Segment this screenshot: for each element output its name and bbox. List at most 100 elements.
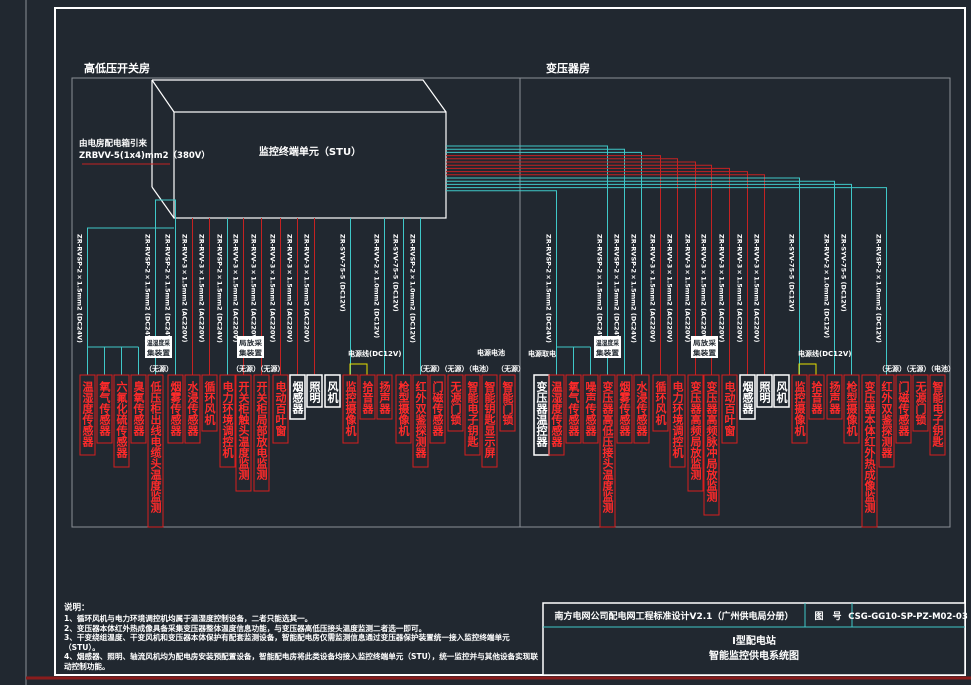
device-box[interactable] (359, 374, 376, 420)
device-right-3[interactable]: 噪声传感器 (582, 374, 599, 444)
device-box[interactable] (201, 374, 218, 432)
device-box[interactable] (412, 374, 429, 468)
device-right-4[interactable]: 变压器高低压接头温度监测 (599, 374, 616, 528)
device-box[interactable] (861, 374, 878, 528)
device-left-5[interactable]: 烟雾传感器 (167, 374, 184, 444)
device-right-11[interactable]: 电动百叶窗 (721, 374, 738, 444)
device-box[interactable] (130, 374, 147, 444)
device-left-8[interactable]: 电力环境调控机 (219, 374, 236, 468)
device-box[interactable] (756, 374, 773, 408)
device-right-19[interactable]: 变压器本体红外热成像监测 (861, 374, 878, 528)
device-box[interactable] (548, 374, 565, 456)
device-left-9[interactable]: 开关柜触头温度监测 (235, 374, 252, 492)
device-left-12[interactable]: 烟感器 (289, 374, 306, 420)
device-right-23[interactable]: 智能电子钥匙 (929, 374, 946, 456)
device-box[interactable] (721, 374, 738, 444)
device-left-15[interactable]: 监控摄像机 (342, 374, 359, 444)
device-right-7[interactable]: 循环风机 (652, 374, 669, 432)
device-left-18[interactable]: 枪型摄像机 (395, 374, 412, 444)
device-box[interactable] (447, 374, 464, 432)
device-box[interactable] (669, 374, 686, 468)
device-right-0[interactable]: 变压器温控器 (533, 374, 550, 456)
device-box[interactable] (808, 374, 825, 420)
device-right-2[interactable]: 氧气传感器 (565, 374, 582, 444)
device-box[interactable] (464, 374, 481, 456)
device-left-6[interactable]: 水浸传感器 (184, 374, 201, 444)
device-right-21[interactable]: 门磁传感器 (895, 374, 912, 444)
device-box[interactable] (272, 374, 289, 444)
device-box[interactable] (633, 374, 650, 444)
device-box[interactable] (219, 374, 236, 468)
device-right-5[interactable]: 烟雾传感器 (616, 374, 633, 444)
device-box[interactable] (687, 374, 704, 492)
device-left-19[interactable]: 红外双鉴探测器 (412, 374, 429, 468)
device-box[interactable] (791, 374, 808, 444)
device-left-1[interactable]: 氧气传感器 (96, 374, 113, 444)
device-label: 噪声传感器 (584, 381, 598, 437)
device-box[interactable] (912, 374, 929, 432)
device-box[interactable] (652, 374, 669, 432)
device-box[interactable] (184, 374, 201, 444)
device-right-10[interactable]: 变压器高频脉冲局放监测 (703, 374, 720, 516)
device-box[interactable] (739, 374, 756, 420)
device-box[interactable] (235, 374, 252, 492)
device-box[interactable] (616, 374, 633, 444)
device-left-23[interactable]: 智能钥匙显示屏 (481, 374, 498, 468)
device-left-22[interactable]: 智能电子钥匙 (464, 374, 481, 456)
device-box[interactable] (167, 374, 184, 444)
device-right-16[interactable]: 拾音器 (808, 374, 825, 420)
device-box[interactable] (429, 374, 446, 444)
device-box[interactable] (289, 374, 306, 420)
device-right-12[interactable]: 烟感器 (739, 374, 756, 420)
device-left-24[interactable]: 智能门锁 (499, 374, 516, 432)
device-box[interactable] (79, 374, 96, 456)
device-box[interactable] (929, 374, 946, 456)
device-left-3[interactable]: 臭氧传感器 (130, 374, 147, 444)
device-box[interactable] (499, 374, 516, 432)
device-box[interactable] (565, 374, 582, 444)
device-right-17[interactable]: 扬声器 (826, 374, 843, 420)
device-left-17[interactable]: 扬声器 (376, 374, 393, 420)
device-left-2[interactable]: 六氟化硫传感器 (113, 374, 130, 468)
device-right-20[interactable]: 红外双鉴探测器 (878, 374, 895, 468)
device-right-9[interactable]: 变压器高频局放监测 (687, 374, 704, 492)
device-right-13[interactable]: 照明 (756, 374, 773, 408)
device-right-1[interactable]: 温湿度传感器 (548, 374, 565, 456)
device-box[interactable] (342, 374, 359, 444)
device-box[interactable] (599, 374, 616, 528)
device-label: 循环风机 (654, 380, 667, 426)
device-box[interactable] (253, 374, 270, 492)
device-box[interactable] (895, 374, 912, 444)
device-right-6[interactable]: 水浸传感器 (633, 374, 650, 444)
device-box[interactable] (826, 374, 843, 420)
device-box[interactable] (96, 374, 113, 444)
device-box[interactable] (395, 374, 412, 444)
device-box[interactable] (582, 374, 599, 444)
device-box[interactable] (306, 374, 323, 408)
device-left-4[interactable]: 低压柜出线电缆头温度监测 (147, 374, 164, 528)
device-box[interactable] (376, 374, 393, 420)
device-right-8[interactable]: 电力环境调控机 (669, 374, 686, 468)
device-left-14[interactable]: 风机 (324, 374, 341, 408)
device-left-21[interactable]: 无源门锁 (447, 374, 464, 432)
device-right-18[interactable]: 枪型摄像机 (843, 374, 860, 444)
device-box[interactable] (878, 374, 895, 468)
device-right-15[interactable]: 监控摄像机 (791, 374, 808, 444)
device-box[interactable] (703, 374, 720, 516)
device-left-0[interactable]: 温湿度传感器 (79, 374, 96, 456)
device-left-11[interactable]: 电动百叶窗 (272, 374, 289, 444)
device-left-16[interactable]: 拾音器 (359, 374, 376, 420)
device-label: 扬声器 (378, 380, 392, 415)
device-box[interactable] (147, 374, 164, 528)
device-left-13[interactable]: 照明 (306, 374, 323, 408)
device-left-20[interactable]: 门磁传感器 (429, 374, 446, 444)
device-box[interactable] (481, 374, 498, 468)
device-box[interactable] (113, 374, 130, 468)
device-left-7[interactable]: 循环风机 (201, 374, 218, 432)
device-right-14[interactable]: 风机 (773, 374, 790, 408)
device-box[interactable] (773, 374, 790, 408)
device-box[interactable] (843, 374, 860, 444)
device-right-22[interactable]: 无源门锁 (912, 374, 929, 432)
device-left-10[interactable]: 开关柜局部放电监测 (253, 374, 270, 492)
device-box[interactable] (324, 374, 341, 408)
